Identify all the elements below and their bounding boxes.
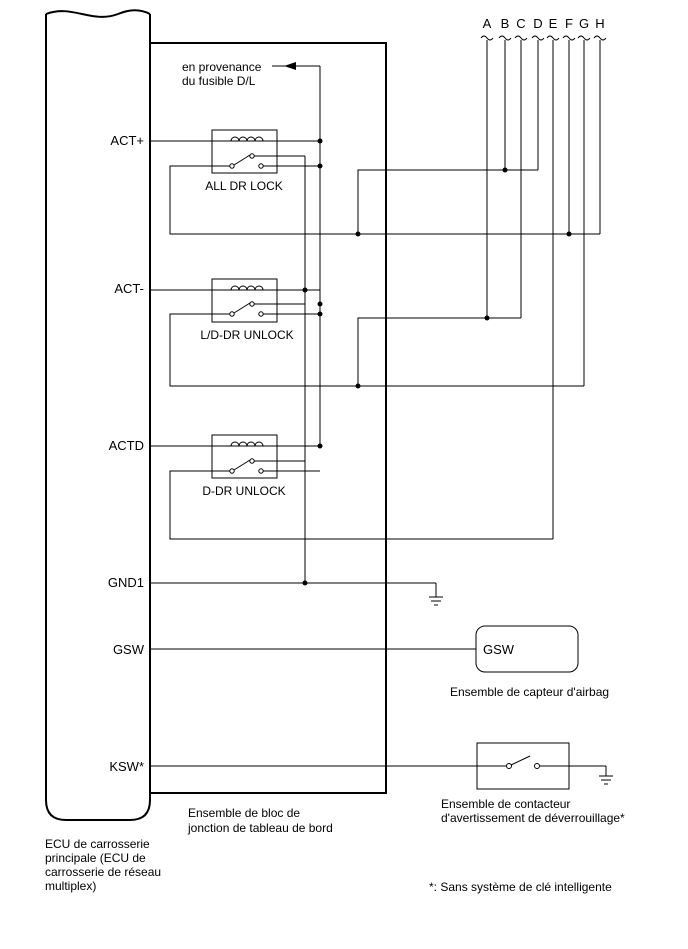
airbag-sensor-caption: Ensemble de capteur d'airbag: [450, 685, 609, 699]
ecu-body: [45, 14, 151, 821]
wire-bundle: [486, 40, 601, 539]
ecu-caption-line-2: principale (ECU de: [45, 851, 146, 865]
wire-letter-g: G: [579, 16, 589, 31]
wire-letter-h: H: [595, 16, 604, 31]
ecu-caption-line-3: carrosserie de réseau: [45, 865, 161, 879]
ground-symbol-gnd1: [429, 596, 443, 606]
airbag-sensor-gsw-label: GSW: [483, 642, 515, 657]
wire-letter-d: D: [533, 16, 542, 31]
ground-symbol-ksw: [599, 775, 613, 785]
ecu-caption-line-1: ECU de carrosserie: [45, 837, 150, 851]
relay-label-ld-dr-unlock: L/D-DR UNLOCK: [200, 328, 293, 342]
wire-letter-c: C: [516, 16, 525, 31]
pin-label-actd: ACTD: [109, 438, 144, 453]
unlock-warning-switch: [476, 742, 570, 790]
junction-dots: [302, 138, 572, 586]
unlock-switch-caption-line-2: d'avertissement de déverrouillage*: [441, 811, 625, 825]
wire-letter-e: E: [549, 16, 558, 31]
fuse-arrow-head: [284, 62, 296, 70]
relay-ld-dr-unlock: L/D-DR UNLOCK: [200, 278, 294, 342]
junction-block-caption-line-1: Ensemble de bloc de: [188, 806, 300, 820]
ecu-caption-line-4: multiplex): [45, 879, 96, 893]
wire-letter-a: A: [483, 16, 492, 31]
pin-label-act-plus: ACT+: [110, 133, 144, 148]
relay-d-dr-unlock: D-DR UNLOCK: [202, 434, 286, 498]
relay-all-dr-lock: ALL DR LOCK: [205, 129, 283, 193]
pin-label-gsw: GSW: [113, 642, 145, 657]
relay-label-d-dr-unlock: D-DR UNLOCK: [202, 484, 285, 498]
airbag-sensor-box: [475, 625, 579, 673]
fuse-label-line-1: en provenance: [182, 60, 262, 74]
ecu-top-wave: [45, 9, 151, 18]
fuse-label-line-2: du fusible D/L: [182, 74, 256, 88]
junction-block-caption-line-2: jonction de tableau de bord: [187, 821, 333, 835]
pin-label-gnd1: GND1: [108, 575, 144, 590]
wire-break-marks: [480, 35, 607, 41]
relay-label-all-dr-lock: ALL DR LOCK: [205, 179, 283, 193]
wire-letter-f: F: [565, 16, 573, 31]
junction-block-box: [149, 42, 387, 794]
wire-letter-b: B: [501, 16, 510, 31]
footnote: *: Sans système de clé intelligente: [429, 880, 612, 894]
pin-label-ksw: KSW*: [109, 759, 144, 774]
pin-label-act-minus: ACT-: [114, 281, 144, 296]
unlock-switch-caption-line-1: Ensemble de contacteur: [441, 797, 570, 811]
